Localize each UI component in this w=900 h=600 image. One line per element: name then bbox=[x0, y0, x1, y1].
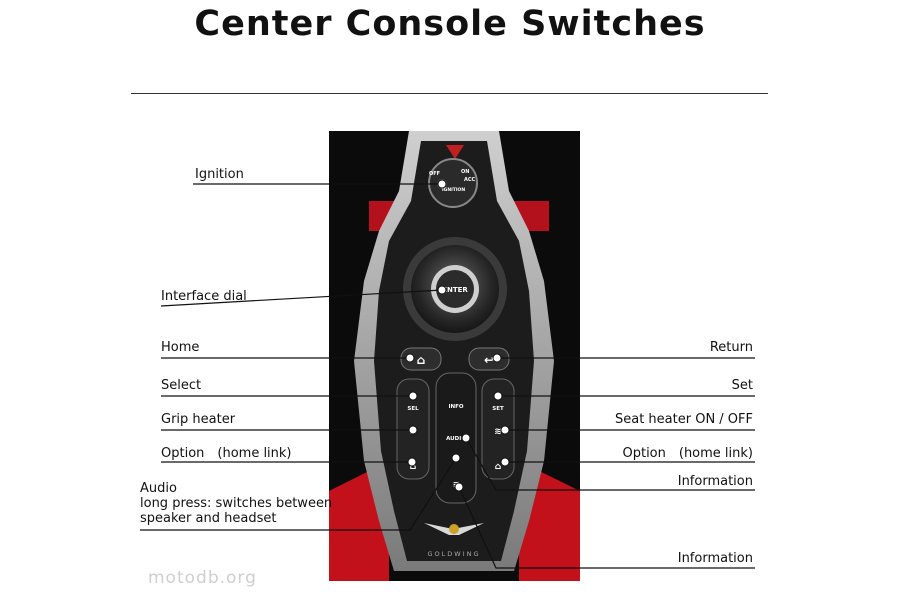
label-return: Return bbox=[709, 340, 753, 355]
watermark: motodb.org bbox=[148, 568, 257, 588]
leader-information-1 bbox=[465, 437, 755, 491]
ignition-on-mark: ON bbox=[461, 169, 469, 175]
callout-dot-home bbox=[405, 353, 415, 363]
label-grip-heater: Grip heater bbox=[161, 412, 236, 427]
callout-dot-return bbox=[492, 353, 502, 363]
center-switch-column bbox=[435, 372, 477, 504]
label-information-2: Information bbox=[677, 551, 753, 566]
callout-dot-audio bbox=[451, 453, 461, 463]
label-home: Home bbox=[161, 340, 200, 355]
leader-interface-dial bbox=[160, 289, 443, 307]
label-select: Select bbox=[161, 378, 202, 393]
callout-dot-grip bbox=[408, 425, 418, 435]
callout-dot-option-left bbox=[407, 457, 417, 467]
return-button[interactable] bbox=[468, 347, 510, 371]
callout-dot-dial bbox=[437, 285, 447, 295]
home-icon: ⌂ bbox=[417, 353, 426, 367]
ignition-off-mark: OFF bbox=[429, 171, 440, 177]
page-title: Center Console Switches bbox=[194, 4, 706, 44]
ignition-acc-mark: ACC bbox=[464, 177, 476, 183]
emblem-center bbox=[449, 524, 459, 534]
label-interface-dial: Interface dial bbox=[161, 289, 247, 304]
sel-label: SEL bbox=[407, 406, 419, 412]
home-button[interactable] bbox=[400, 347, 442, 371]
label-information-1: Information bbox=[677, 474, 753, 489]
callout-dot-info bbox=[461, 433, 471, 443]
callout-dot-option-right bbox=[500, 457, 510, 467]
brand-logo bbox=[446, 145, 464, 159]
callout-dot-info-2 bbox=[454, 482, 464, 492]
ignition-switch[interactable] bbox=[428, 158, 478, 208]
callout-dot-set bbox=[493, 391, 503, 401]
callout-dot-seat bbox=[500, 425, 510, 435]
label-seat-heater: Seat heater ON / OFF bbox=[614, 412, 753, 427]
title-divider bbox=[131, 93, 768, 94]
label-set: Set bbox=[731, 378, 753, 393]
goldwing-text: GOLDWING bbox=[427, 550, 480, 558]
audio-label: AUDIO bbox=[446, 436, 466, 442]
ignition-text: IGNITION bbox=[442, 187, 465, 193]
right-switch-column bbox=[481, 378, 515, 480]
home-link-icon-right: ⌂ bbox=[495, 462, 502, 472]
label-option-left: Option (home link) bbox=[161, 446, 292, 461]
enter-label: ENTER bbox=[442, 286, 468, 294]
seat-heater-icon: ≋ bbox=[494, 427, 502, 437]
label-audio: Audio long press: switches between speak… bbox=[140, 481, 333, 526]
label-ignition: Ignition bbox=[195, 167, 244, 182]
leader-information-2 bbox=[458, 486, 755, 569]
callout-dot-ignition bbox=[437, 179, 447, 189]
leader-audio bbox=[140, 457, 457, 531]
enter-button-face bbox=[436, 270, 474, 308]
callout-dot-select bbox=[408, 391, 418, 401]
home-link-icon-left: ⌂ bbox=[410, 462, 417, 472]
console-photo: OFF ON ACC IGNITION ENTER ⌂ ↩ SEL ≋ ⌂ SE… bbox=[329, 131, 580, 581]
info-label: INFO bbox=[448, 404, 463, 410]
label-option-right: Option (home link) bbox=[622, 446, 753, 461]
return-icon: ↩ bbox=[484, 353, 494, 367]
set-label: SET bbox=[492, 406, 504, 412]
